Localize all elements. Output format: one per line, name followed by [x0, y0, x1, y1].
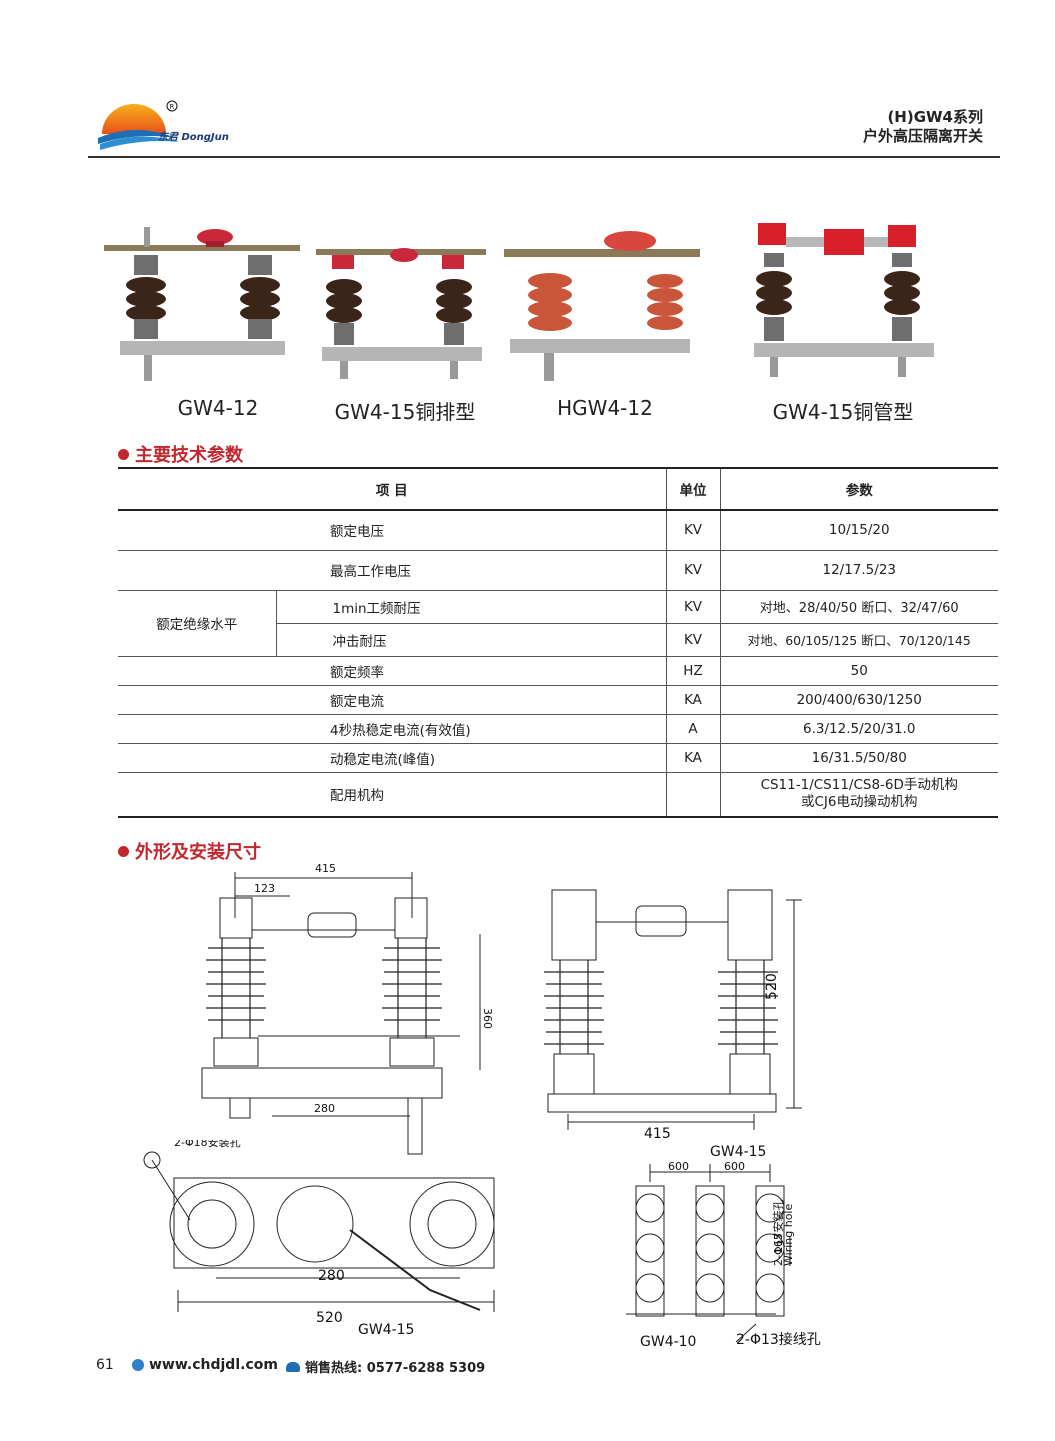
dim-600-b: 600	[724, 1160, 745, 1173]
dim-left: 123	[254, 882, 275, 895]
hotline: 销售热线: 0577-6288 5309	[286, 1357, 485, 1376]
logo-text: 东君 DongJun	[158, 132, 229, 143]
table-row: 额定绝缘水平 1min工频耐压 KV 对地、28/40/50 断口、32/47/…	[118, 590, 998, 657]
dim-600-a: 600	[668, 1160, 689, 1173]
bullet-icon	[118, 845, 129, 857]
caption-gw4-12: GW4-12	[177, 396, 259, 420]
brand-logo: R 东君 DongJun	[96, 98, 256, 152]
series-title: (H)GW4系列	[887, 108, 983, 126]
dim-base-415: 415	[644, 1126, 671, 1142]
drawing-left-plan-view: 2-Φ18安装孔 280 520 GW4-15	[143, 1140, 495, 1338]
caption-gw4-15-copper-bar: GW4-15铜排型	[334, 400, 476, 424]
insulation-group-label: 额定绝缘水平	[118, 590, 276, 657]
product-photo-gw4-15-copper-bar	[312, 215, 492, 385]
right-plan-model: GW4-10	[640, 1334, 696, 1350]
hole-label: 2-Φ18安装孔	[174, 1140, 241, 1149]
header-item: 项 目	[118, 467, 666, 511]
product-photo-hgw4-12	[500, 215, 705, 385]
plan-model-label: GW4-15	[358, 1322, 414, 1338]
header-unit: 单位	[665, 467, 720, 511]
drawing-right-plan-view: GW4-15 600 600 165 2-Φ17安装孔 Wiring hole …	[626, 1144, 821, 1350]
header-divider	[88, 156, 1000, 158]
table-row: 额定频率 HZ 50	[118, 656, 998, 686]
table-row: 动稳定电流(峰值) KA 16/31.5/50/80	[118, 743, 998, 773]
table-row: 额定电流 KA 200/400/630/1250	[118, 685, 998, 715]
page-number: 61	[96, 1357, 114, 1373]
dim-top: 415	[315, 862, 336, 875]
table-row: 额定电压 KV 10/15/20	[118, 510, 998, 551]
table-row: 最高工作电压 KV 12/17.5/23	[118, 550, 998, 591]
website[interactable]: www.chdjdl.com	[132, 1357, 278, 1373]
bullet-icon	[118, 448, 129, 460]
product-subtitle: 户外高压隔离开关	[862, 127, 983, 145]
product-photo-gw4-12	[100, 215, 305, 385]
section-heading-dimensions: 外形及安装尺寸	[118, 838, 261, 864]
table-row: 配用机构 CS11-1/CS11/CS8-6D手动机构 或CJ6电动操动机构	[118, 772, 998, 818]
drawing-left-front-view: 415 123 360 280	[201, 862, 494, 1155]
table-row: 冲击耐压 KV 对地、60/105/125 断口、70/120/145	[118, 623, 998, 657]
caption-hgw4-12: HGW4-12	[557, 396, 653, 420]
section-heading-specs: 主要技术参数	[118, 441, 243, 467]
phone-icon	[286, 1361, 300, 1372]
table-row: 4秒热稳定电流(有效值) A 6.3/12.5/20/31.0	[118, 714, 998, 744]
hotline-text: 销售热线: 0577-6288 5309	[305, 1361, 486, 1376]
dim-side-165: 165	[772, 1233, 785, 1254]
side-label: 2-Φ17安装孔	[771, 1199, 785, 1266]
dim-height: 360	[481, 1008, 494, 1029]
dim-base: 280	[314, 1102, 335, 1115]
side-label-en: Wiring hole	[782, 1204, 795, 1266]
svg-text:R: R	[170, 103, 175, 111]
spec-table-header: 项 目 单位 参数	[118, 467, 998, 511]
catalog-title: (H)GW4系列 户外高压隔离开关	[863, 108, 983, 146]
right-plan-model-top: GW4-15	[710, 1144, 766, 1160]
header-param: 参数	[719, 467, 998, 511]
dim-height-520: 520	[764, 973, 780, 1000]
globe-icon	[132, 1359, 144, 1371]
drawing-right-front-view: 520 415	[544, 889, 802, 1142]
wiring-hole-label: 2-Φ13接线孔	[736, 1331, 821, 1348]
plan-dim-total: 520	[316, 1310, 343, 1326]
website-link[interactable]: www.chdjdl.com	[149, 1357, 278, 1373]
plan-dim-inner: 280	[318, 1268, 345, 1284]
spec-table: 项 目 单位 参数 额定电压 KV 10/15/20 最高工作电压 KV 12/…	[118, 467, 998, 818]
product-photo-gw4-15-copper-tube	[748, 215, 943, 385]
caption-gw4-15-copper-tube: GW4-15铜管型	[772, 400, 914, 424]
